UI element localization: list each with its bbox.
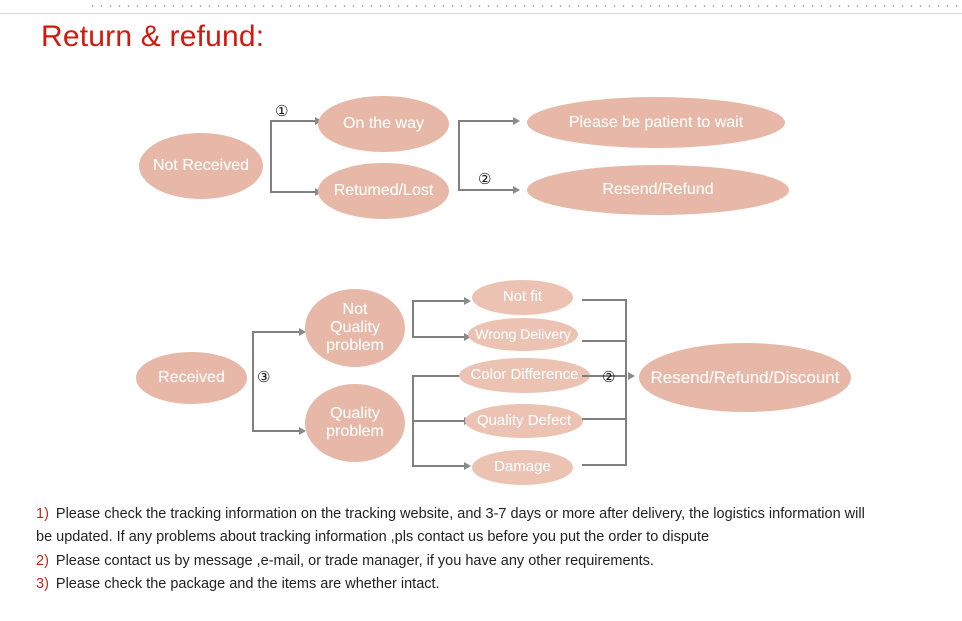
arrow-to-damage [464, 462, 471, 470]
note-item-1-continuation: be updated. If any problems about tracki… [36, 526, 948, 549]
quality-line-2: problem [326, 423, 384, 440]
note-text-2: Please contact us by message ,e-mail, or… [55, 552, 654, 569]
not-quality-line-2: Quality [330, 319, 380, 337]
oval-damage: Damage [472, 450, 573, 485]
oval-quality-problem: Quality problem [305, 384, 405, 462]
oval-resend-refund-discount: Resend/Refund/Discount [639, 343, 851, 412]
notes-list: 1) Please check the tracking information … [36, 503, 948, 597]
quality-line-1: Quality [330, 405, 380, 423]
oval-on-the-way: On the way [318, 96, 449, 152]
arrow-to-resend-refund [513, 186, 520, 194]
connector-branch-1-top [270, 120, 316, 122]
note-item-1: 1) Please check the tracking information … [36, 503, 948, 526]
marker-circle-2-top: ② [478, 170, 492, 188]
arrow-to-not-quality-problem [299, 328, 306, 336]
connector-branch-3-top [252, 331, 300, 333]
connector-notquality-top [412, 300, 465, 302]
note-item-3: 3) Please check the package and the items… [36, 573, 948, 596]
oval-returned-lost: Retumed/Lost [318, 163, 449, 219]
note-marker-2: 2) [36, 552, 49, 569]
connector-merge-stem [625, 299, 627, 465]
connector-quality-bottom [412, 465, 465, 467]
oval-quality-defect: Quality Defect [465, 404, 583, 438]
marker-circle-2-bottom: ② [602, 368, 616, 386]
oval-not-quality-problem: Not Quality problem [305, 289, 405, 367]
connector-merge-5 [582, 464, 627, 466]
connector-branch-2-bottom [458, 189, 514, 191]
oval-color-difference: Color Difference [459, 358, 590, 393]
connector-branch-2-top [458, 120, 514, 122]
note-marker-3: 3) [36, 576, 49, 593]
connector-merge-1 [582, 299, 627, 301]
connector-merge-2 [582, 340, 627, 342]
connector-branch-1-stem [270, 120, 272, 193]
arrow-to-resend-refund-discount [628, 372, 635, 380]
oval-resend-refund: Resend/Refund [527, 165, 789, 215]
arrow-to-wrong-delivery [464, 333, 471, 341]
oval-please-be-patient: Please be patient to wait [527, 97, 785, 148]
oval-wrong-delivery: Wrong Delivery [468, 318, 578, 351]
connector-branch-3-stem [252, 331, 254, 431]
oval-not-received: Not Received [139, 133, 263, 199]
dotted-divider [88, 5, 960, 7]
arrow-to-quality-problem [299, 427, 306, 435]
connector-branch-2-stem [458, 120, 460, 191]
connector-notquality-bottom [412, 336, 465, 338]
not-quality-line-1: Not [342, 301, 368, 319]
note-continuation-1: be updated. If any problems about tracki… [36, 529, 710, 546]
note-text-1: Please check the tracking information on… [55, 506, 865, 522]
page-title: Return & refund: [41, 20, 265, 53]
connector-notquality-stem [412, 300, 414, 338]
arrow-to-please-wait [513, 117, 520, 125]
header-divider [0, 13, 962, 14]
note-item-2: 2) Please contact us by message ,e-mail, … [36, 550, 948, 573]
connector-branch-3-bottom [252, 430, 300, 432]
oval-not-fit: Not fit [472, 280, 573, 315]
note-marker-1: 1) [36, 506, 49, 522]
arrow-to-not-fit [464, 297, 471, 305]
note-text-3: Please check the package and the items a… [55, 576, 440, 593]
connector-merge-4 [582, 418, 627, 420]
marker-circle-1: ① [275, 102, 289, 120]
connector-branch-1-bottom [270, 191, 316, 193]
connector-merge-3 [582, 375, 627, 377]
not-quality-line-3: problem [326, 336, 384, 354]
marker-circle-3: ③ [257, 368, 271, 386]
connector-quality-top [412, 375, 465, 377]
connector-quality-mid [412, 420, 465, 422]
oval-received: Received [136, 352, 247, 404]
